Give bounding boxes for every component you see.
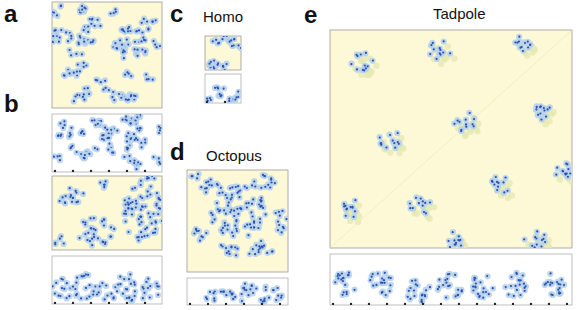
panel-title: Octopus: [206, 148, 262, 163]
panel-letter: a: [4, 2, 17, 26]
cell-clusters: [44, 1, 577, 305]
cell-cluster: [205, 84, 241, 103]
cell-cluster: [189, 281, 285, 305]
cell-cluster: [52, 2, 162, 105]
panel-letter: e: [304, 3, 317, 27]
panel-letter: c: [170, 2, 183, 26]
cell-cluster: [332, 270, 568, 305]
top-view-grounds: [52, 2, 572, 272]
panel-title: Homo: [203, 9, 243, 24]
cell-cluster: [52, 176, 162, 249]
cell-cluster: [206, 36, 241, 70]
cell-cluster: [52, 114, 162, 172]
cell-cluster: [341, 34, 572, 248]
panel-letter: d: [170, 140, 185, 164]
panel-letter: b: [4, 92, 19, 116]
panel-title: Tadpole: [433, 6, 486, 21]
cell-cluster: [188, 171, 288, 259]
side-view-frames: [52, 74, 572, 305]
diagonal-artifact: [330, 30, 572, 248]
cell-cluster: [52, 271, 161, 304]
